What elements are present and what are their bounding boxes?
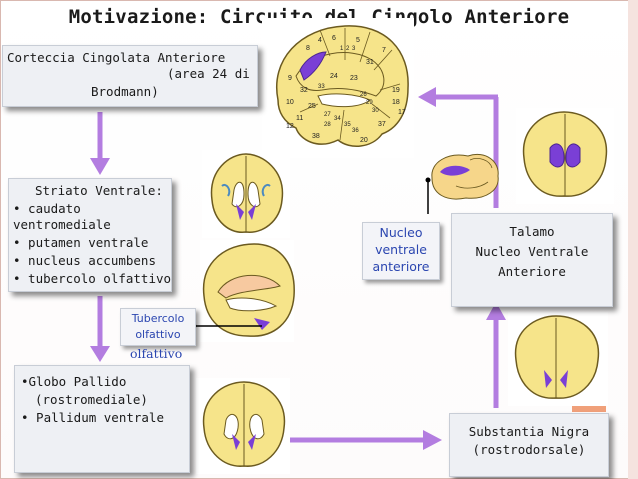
arrow-striato-to-globo xyxy=(90,296,110,362)
svg-text:30: 30 xyxy=(372,108,379,114)
svg-text:33: 33 xyxy=(318,84,325,90)
nucleo-ventrale-anteriore-box: Nucleo ventrale anteriore xyxy=(362,222,440,280)
svg-text:37: 37 xyxy=(378,121,386,128)
svg-text:6: 6 xyxy=(332,35,336,42)
striato-item: ventromediale xyxy=(13,217,111,232)
thalamus-3d-illustration xyxy=(425,154,499,214)
svg-text:23: 23 xyxy=(350,75,358,82)
svg-text:29: 29 xyxy=(366,100,373,106)
svg-text:10: 10 xyxy=(286,99,294,106)
striato-heading: Striato Ventrale: xyxy=(35,183,163,198)
svg-text:8: 8 xyxy=(306,45,310,52)
svg-text:35: 35 xyxy=(344,122,351,128)
slide-title: Motivazione: Circuito del Cingolo Anteri… xyxy=(68,6,570,28)
acc-line-2: (area 24 di xyxy=(167,66,250,81)
svg-text:31: 31 xyxy=(366,59,374,66)
globo-box: •Globo Pallido (rostromediale) • Pallidu… xyxy=(14,365,190,473)
svg-text:28: 28 xyxy=(324,122,331,128)
coronal-section-pallidum xyxy=(196,378,290,474)
sagittal-section xyxy=(191,240,295,342)
brodmann-medial-map: 4 6 8 5 31 7 23 24 32 9 33 26 29 30 19 1… xyxy=(262,18,414,158)
striato-item: • caudato xyxy=(13,201,81,216)
tubercolo-olfattivo-box: Tubercolo olfattivo xyxy=(120,308,196,346)
talamo-line: Talamo xyxy=(509,224,555,239)
globo-item: •Globo Pallido xyxy=(21,374,127,389)
striato-item: • putamen ventrale xyxy=(13,235,149,250)
tubercolo-line: olfattivo xyxy=(135,328,181,341)
olfattivo-label: olfattivo xyxy=(130,346,183,361)
svg-text:9: 9 xyxy=(288,75,292,82)
coronal-section-nigra xyxy=(508,312,608,412)
acc-box: Corteccia Cingolata Anteriore (area 24 d… xyxy=(2,45,258,107)
svg-text:38: 38 xyxy=(312,133,320,140)
arrow-talamo-to-acc xyxy=(418,87,499,208)
sn-line: (rostrodorsale) xyxy=(472,442,586,457)
svg-text:36: 36 xyxy=(352,128,359,134)
acc-line-1: Corteccia Cingolata Anteriore xyxy=(7,50,226,65)
svg-text:1: 1 xyxy=(340,46,344,52)
globo-item: • Pallidum ventrale xyxy=(21,410,164,425)
svg-text:17: 17 xyxy=(398,109,406,116)
svg-text:27: 27 xyxy=(324,112,331,118)
svg-text:32: 32 xyxy=(300,87,308,94)
talamo-line: Anteriore xyxy=(498,264,566,279)
svg-text:24: 24 xyxy=(330,73,338,80)
svg-text:26: 26 xyxy=(360,92,367,98)
arrow-sn-to-talamo xyxy=(486,302,506,408)
coronal-section-thalamus xyxy=(516,108,614,204)
svg-text:12: 12 xyxy=(286,123,294,130)
nva-line: anteriore xyxy=(372,259,430,274)
svg-text:25: 25 xyxy=(308,103,316,110)
striato-item: • tubercolo olfattivo xyxy=(13,271,172,286)
slide-edge-bar xyxy=(628,0,638,479)
svg-text:5: 5 xyxy=(356,37,360,44)
talamo-line: Nucleo Ventrale xyxy=(475,244,589,259)
substantia-nigra-box: Substantia Nigra (rostrodorsale) xyxy=(449,413,609,477)
svg-text:7: 7 xyxy=(382,47,386,54)
svg-text:20: 20 xyxy=(360,137,368,144)
svg-text:19: 19 xyxy=(392,87,400,94)
striato-item: • nucleus accumbens xyxy=(13,253,156,268)
sn-line: Substantia Nigra xyxy=(468,424,590,439)
coronal-section-striatum xyxy=(202,150,290,238)
talamo-box: Talamo Nucleo Ventrale Anteriore xyxy=(451,213,613,307)
striato-box: Striato Ventrale: • caudato ventromedial… xyxy=(8,178,172,292)
svg-text:18: 18 xyxy=(392,99,400,106)
nva-line: ventrale xyxy=(375,242,427,257)
svg-text:3: 3 xyxy=(352,46,356,52)
svg-text:11: 11 xyxy=(296,115,303,122)
svg-text:2: 2 xyxy=(346,46,350,52)
acc-line-3: Brodmann) xyxy=(91,84,159,99)
globo-item: (rostromediale) xyxy=(35,392,148,407)
svg-text:4: 4 xyxy=(318,37,322,44)
svg-text:34: 34 xyxy=(334,116,341,122)
arrow-acc-to-striato xyxy=(90,112,110,175)
nva-line: Nucleo xyxy=(379,225,423,240)
tubercolo-line: Tubercolo xyxy=(131,312,185,325)
